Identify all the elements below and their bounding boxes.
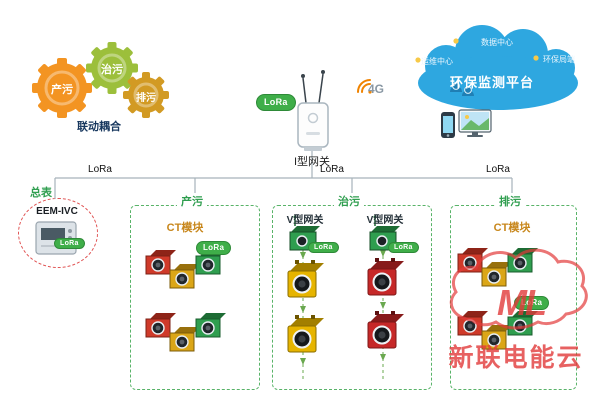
paiwu-lora-badge: LoRa — [514, 296, 550, 310]
4g-label: 4G — [368, 82, 385, 96]
ops-center-icon — [415, 57, 421, 63]
cloud-title: 环保监测平台 — [449, 75, 534, 90]
phone-icon — [441, 112, 455, 138]
gear-zhiwu-icon — [86, 42, 138, 94]
zone-title-chanwu: 产污 — [177, 193, 207, 209]
cloud-icon — [415, 25, 578, 110]
bus-lora-left: LoRa — [88, 164, 112, 175]
zhiwu-lora-badge-1: LoRa — [308, 242, 339, 253]
cloud-node-top: 数据中心 — [481, 38, 513, 47]
4g-signal-icon — [357, 79, 372, 94]
bus-lora-right: LoRa — [486, 164, 510, 175]
zhiwu-link-arrows — [300, 250, 386, 365]
watermark-brand: 新联电能云 — [448, 344, 584, 372]
meter-tag: 总表 — [30, 187, 52, 199]
gateway-label: I型网关 — [293, 156, 331, 168]
data-center-icon — [453, 38, 459, 44]
zhiwu-gateway1-label: V型网关 — [286, 215, 324, 226]
meter-model: EEM-IVC — [36, 206, 78, 217]
cloud-node-right: 环保局端 — [543, 55, 575, 64]
gateway-lora-badge: LoRa — [256, 94, 296, 111]
gear-chanwu-icon — [32, 58, 92, 118]
meter-lora-badge: LoRa — [54, 238, 85, 249]
paiwu-module-label: CT模块 — [493, 222, 531, 234]
zhiwu-gateway2-label: V型网关 — [366, 215, 404, 226]
epa-node-icon — [533, 55, 539, 61]
zhiwu-lora-badge-2: LoRa — [388, 242, 419, 253]
gateway-device-icon — [297, 70, 329, 151]
zone-title-paiwu: 排污 — [495, 193, 525, 209]
zone-title-zhiwu: 治污 — [334, 193, 364, 209]
watermark-cloud-icon — [449, 248, 588, 330]
gear-paiwu-icon — [123, 72, 169, 118]
gears-caption: 联动耦合 — [77, 121, 121, 133]
zhiwu-devices — [287, 214, 405, 353]
chanwu-ct-modules — [145, 249, 227, 352]
watermark-logo: ML — [497, 282, 547, 323]
cloud-node-left: 运维中心 — [421, 57, 453, 66]
gear-paiwu-label: 排污 — [136, 93, 156, 104]
chanwu-module-label: CT模块 — [166, 222, 204, 234]
monitor-icon — [458, 109, 492, 137]
bus-lora-center: LoRa — [320, 164, 344, 175]
gear-chanwu-label: 产污 — [51, 84, 73, 96]
gear-zhiwu-label: 治污 — [101, 64, 123, 76]
chanwu-lora-badge: LoRa — [196, 241, 232, 255]
